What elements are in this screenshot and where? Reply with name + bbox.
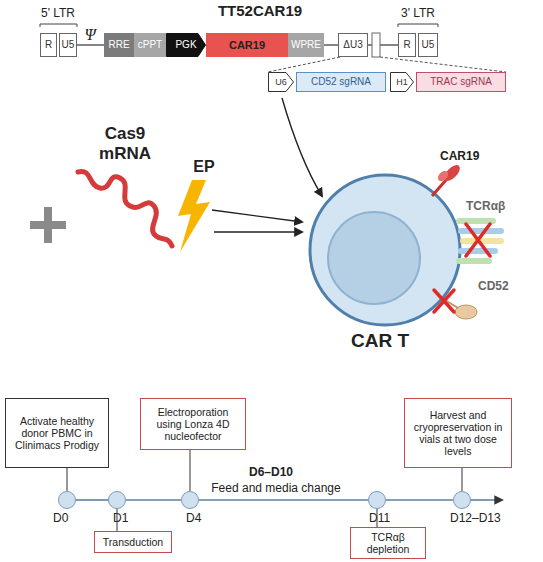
timepoint-label: D12–D13 bbox=[450, 512, 501, 526]
timeline-connector bbox=[189, 450, 190, 491]
figure-label: Ψ bbox=[80, 26, 100, 44]
figure-label: TCRαβ bbox=[466, 200, 526, 214]
node-text: R bbox=[403, 39, 410, 51]
car-element: CAR19 bbox=[206, 33, 288, 57]
figure-label: 5' LTR bbox=[28, 7, 88, 21]
figure-label: 3' LTR bbox=[388, 7, 448, 21]
ltr-bracket bbox=[398, 24, 438, 27]
vector-backbone bbox=[77, 44, 104, 45]
figure-label: CAR T bbox=[330, 330, 430, 352]
figure-label: D6–D10 bbox=[236, 466, 306, 480]
knockout-cross bbox=[466, 224, 490, 256]
blank-element bbox=[372, 33, 380, 57]
timeline-arrow bbox=[471, 499, 502, 501]
timeline-connector bbox=[386, 499, 453, 501]
timepoint-label: D0 bbox=[53, 512, 68, 526]
figure-label: EP bbox=[188, 158, 220, 176]
node-text: Transduction bbox=[103, 536, 163, 548]
vector-backbone bbox=[324, 44, 338, 45]
timepoint-circle: D4 bbox=[181, 491, 199, 509]
promoter-arrow: PGK bbox=[166, 33, 206, 57]
promoter-arrow: U6 bbox=[268, 72, 294, 92]
vector-element: WPRE bbox=[288, 33, 324, 57]
node-text: Activate healthy donor PBMC in Clinimacs… bbox=[9, 415, 105, 451]
figure-label: Cas9 mRNA bbox=[96, 124, 154, 163]
car-receptor bbox=[436, 169, 450, 183]
arrow-outline bbox=[167, 34, 206, 57]
ltr-element: U5 bbox=[418, 33, 438, 57]
timeline-connector bbox=[66, 468, 67, 491]
process-box: Activate healthy donor PBMC in Clinimacs… bbox=[5, 398, 109, 468]
node-text: TRAC sgRNA bbox=[430, 76, 492, 88]
node-text: RRE bbox=[108, 39, 129, 51]
timeline-connector bbox=[126, 499, 181, 501]
knockout-cross bbox=[434, 290, 454, 312]
figure-label: Feed and media change bbox=[196, 482, 356, 496]
ltr-element: R bbox=[40, 33, 57, 57]
ltr-bracket bbox=[40, 24, 77, 27]
vector-element: cPPT bbox=[134, 33, 166, 57]
tcr-receptor bbox=[458, 248, 498, 254]
timepoint-circle: D11 bbox=[368, 491, 386, 509]
node-text: WPRE bbox=[291, 39, 321, 51]
figure-label: CAR19 bbox=[440, 150, 500, 164]
node-text: H1 bbox=[396, 77, 408, 87]
transduction-arrow bbox=[282, 98, 322, 196]
timepoint-label: D4 bbox=[186, 512, 201, 526]
figure-label: TT52CAR19 bbox=[195, 2, 325, 19]
timepoint-circle: D12–D13 bbox=[453, 491, 471, 509]
figure-label: CD52 bbox=[478, 280, 538, 294]
timeline-connector bbox=[76, 499, 108, 501]
process-box: Transduction bbox=[94, 531, 172, 553]
arrow-outline bbox=[391, 73, 414, 92]
process-box: TCRαβ depletion bbox=[350, 527, 426, 559]
node-text: CD52 sgRNA bbox=[311, 76, 371, 88]
node-text: CAR19 bbox=[229, 39, 265, 52]
node-text: U5 bbox=[62, 39, 75, 51]
ltr-element: U5 bbox=[59, 33, 77, 57]
expansion-line bbox=[380, 57, 506, 72]
timepoint-circle: D0 bbox=[58, 491, 76, 509]
timepoint-circle: D1 bbox=[108, 491, 126, 509]
process-box: Harvest and cryopreservation in vials at… bbox=[404, 398, 512, 468]
promoter-arrow: H1 bbox=[390, 72, 414, 92]
plus-symbol bbox=[44, 207, 52, 243]
node-text: ΔU3 bbox=[343, 39, 362, 51]
timepoint-label: D11 bbox=[369, 512, 390, 526]
tcr-receptor bbox=[456, 258, 492, 264]
expansion-line bbox=[268, 57, 340, 72]
vector-element: RRE bbox=[104, 33, 134, 57]
node-text: R bbox=[45, 39, 52, 51]
delivery-arrow bbox=[212, 210, 302, 222]
timeline-connector bbox=[199, 499, 368, 501]
sgrna-cassette: CD52 sgRNA bbox=[296, 72, 386, 92]
t-cell bbox=[310, 175, 460, 325]
ltr-element: ΔU3 bbox=[338, 33, 368, 57]
timeline-connector bbox=[461, 468, 462, 491]
nucleus bbox=[328, 212, 420, 304]
node-text: cPPT bbox=[138, 39, 162, 51]
delivery-arrow bbox=[214, 231, 302, 232]
node-text: U6 bbox=[275, 77, 287, 87]
mrna-strand bbox=[78, 171, 172, 246]
node-text: U5 bbox=[422, 39, 435, 51]
node-text: Electroporation using Lonza 4D nucleofec… bbox=[144, 406, 242, 442]
timeline-connector bbox=[116, 509, 117, 531]
car-receptor bbox=[432, 180, 446, 196]
node-text: PGK bbox=[175, 39, 196, 51]
arrow-outline bbox=[269, 73, 294, 92]
process-box: Electroporation using Lonza 4D nucleofec… bbox=[140, 398, 246, 450]
timepoint-label: D1 bbox=[113, 512, 128, 526]
electroporation-bolt bbox=[178, 180, 210, 252]
timeline-connector bbox=[376, 509, 377, 527]
ltr-element: R bbox=[398, 33, 416, 57]
node-text: TCRαβ depletion bbox=[353, 531, 423, 555]
node-text: Harvest and cryopreservation in vials at… bbox=[408, 409, 508, 457]
sgrna-cassette: TRAC sgRNA bbox=[416, 72, 506, 92]
